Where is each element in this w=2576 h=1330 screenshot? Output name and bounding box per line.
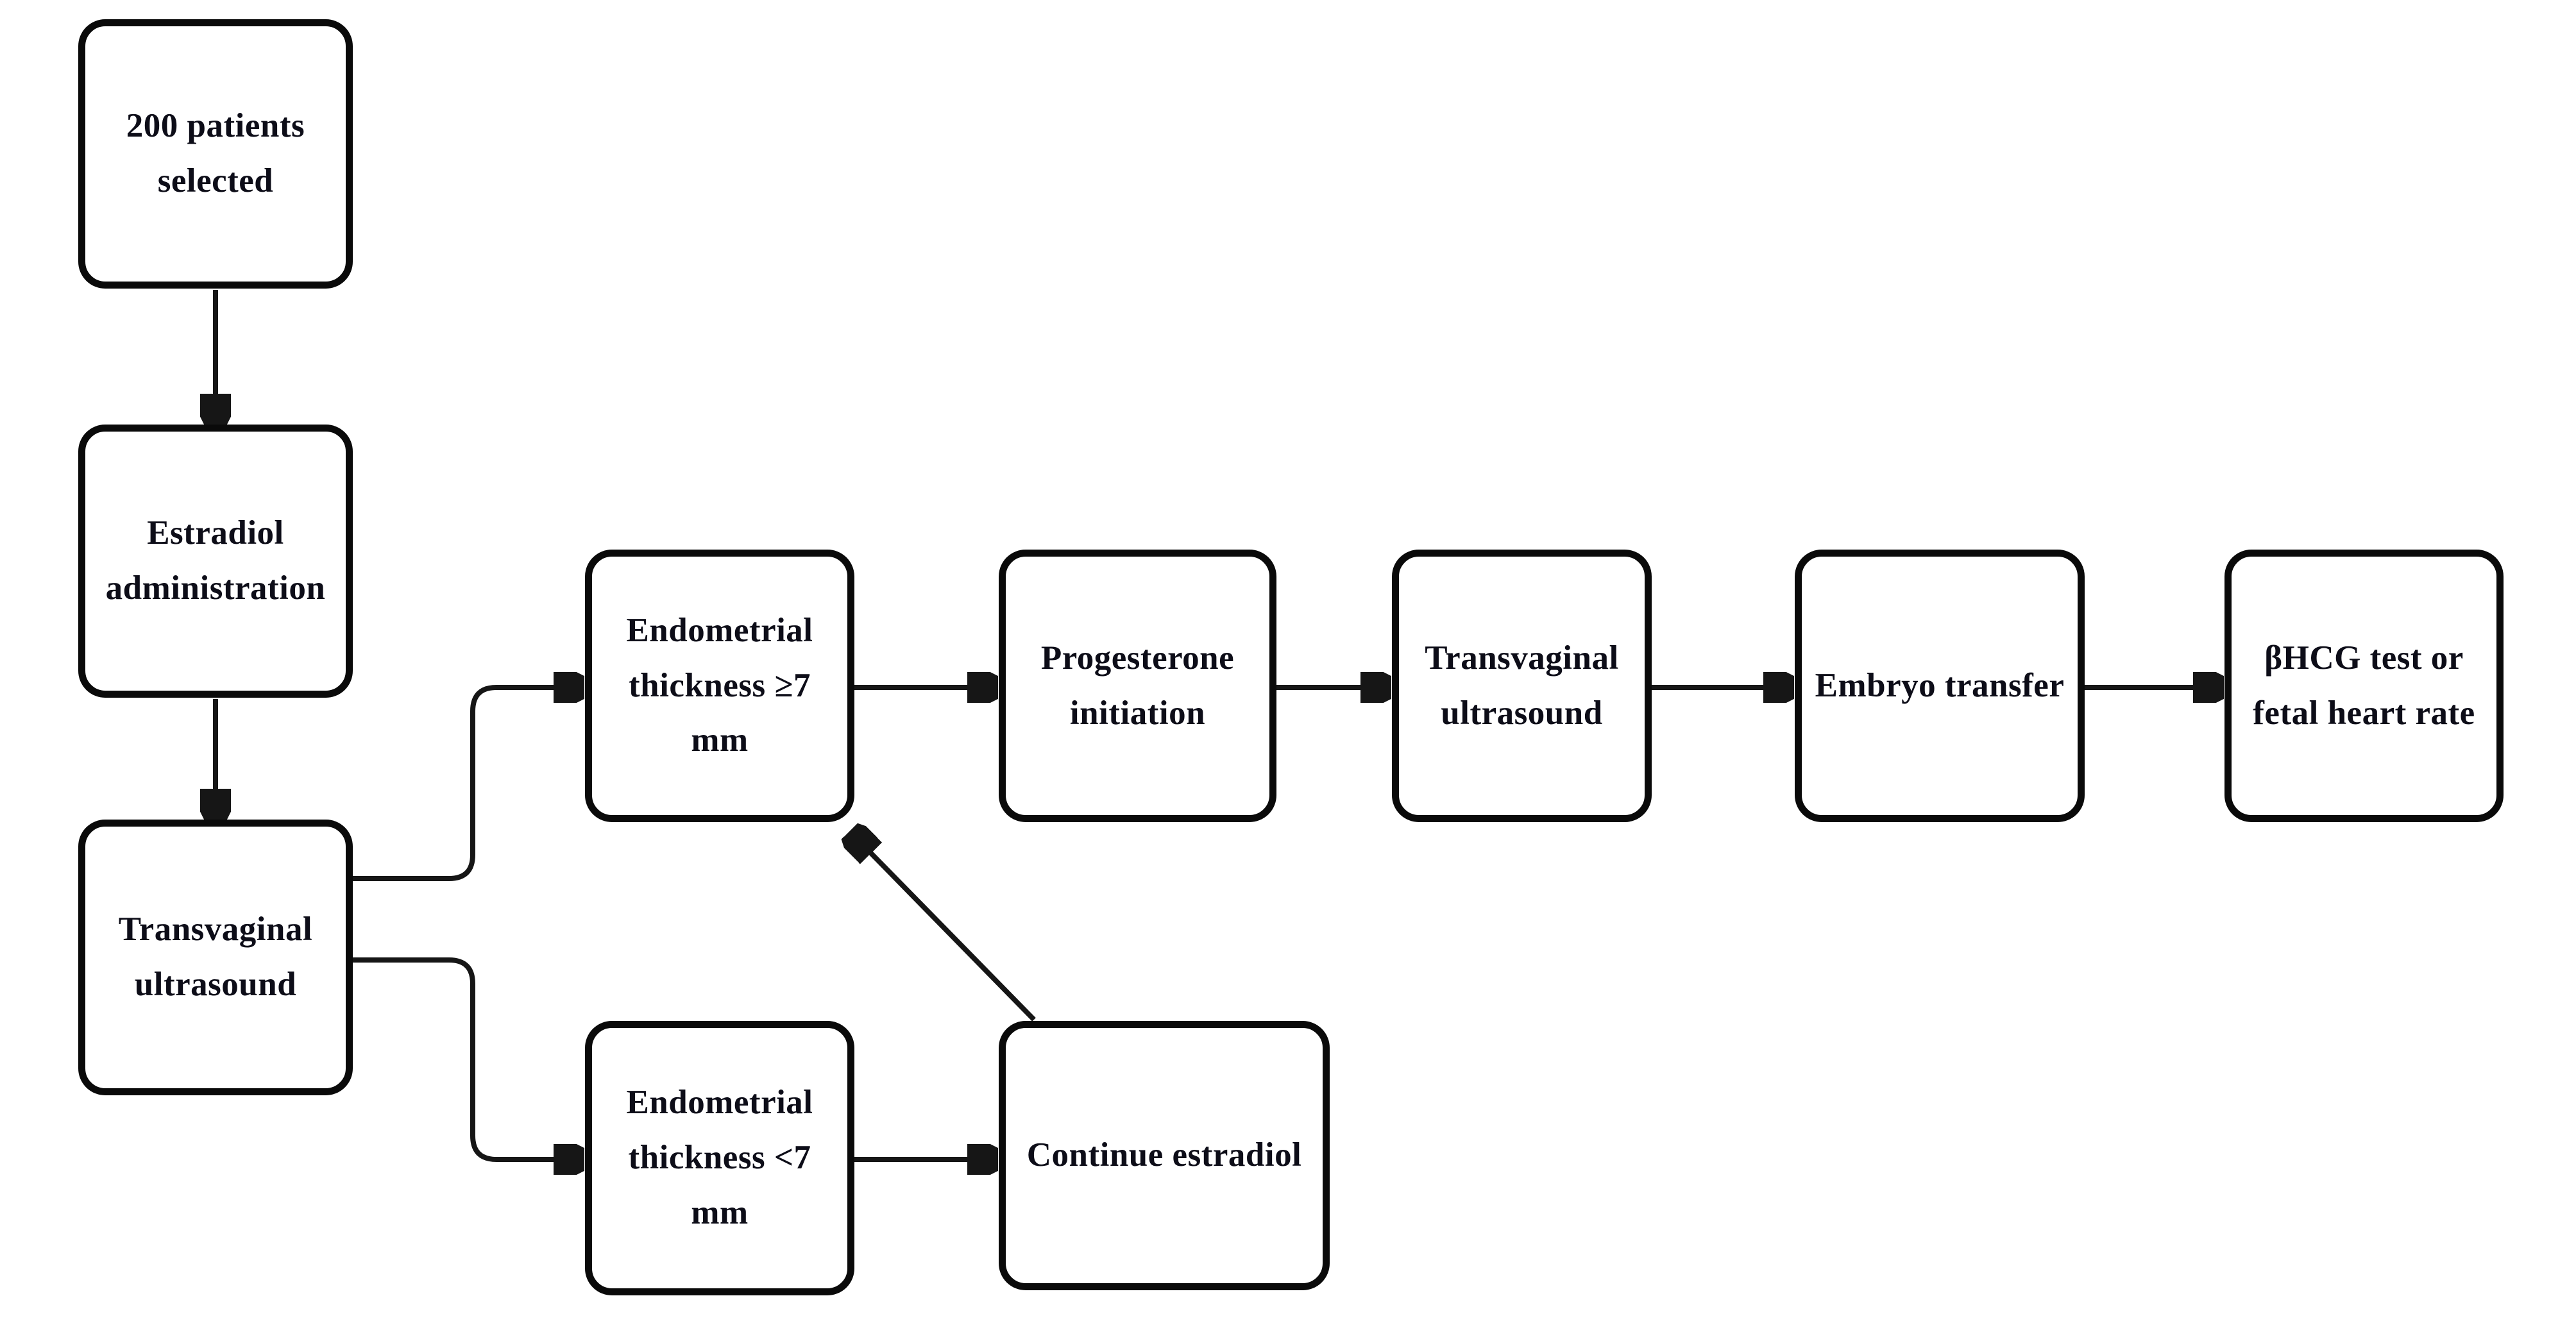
node-transvaginal-ultrasound-2: Transvaginal ultrasound: [1392, 550, 1652, 822]
node-estradiol-administration: Estradiol administration: [78, 425, 353, 698]
node-embryo-transfer: Embryo transfer: [1795, 550, 2085, 822]
arrow-ultrasound-to-lt7: [353, 957, 579, 1159]
node-label: Transvaginal ultrasound: [1425, 639, 1619, 732]
node-continue-estradiol: Continue estradiol: [999, 1021, 1330, 1290]
node-transvaginal-ultrasound-1: Transvaginal ultrasound: [78, 820, 353, 1095]
arrow-continue-to-ge7: [853, 835, 1036, 1022]
node-label: Continue estradiol: [1026, 1136, 1302, 1174]
node-label: βHCG test or fetal heart rate: [2253, 639, 2475, 732]
node-bhcg-or-fetal-heart-rate: βHCG test or fetal heart rate: [2224, 550, 2504, 822]
node-label: Endometrial thickness ≥7 mm: [626, 611, 813, 759]
arrow-ultrasound-to-ge7: [353, 687, 579, 881]
node-progesterone-initiation: Progesterone initiation: [999, 550, 1276, 822]
node-label: Estradiol administration: [105, 514, 326, 607]
node-label: Progesterone initiation: [1040, 639, 1235, 732]
node-label: Embryo transfer: [1815, 666, 2065, 704]
node-patients-selected: 200 patients selected: [78, 19, 353, 289]
node-label: Endometrial thickness <7 mm: [626, 1084, 813, 1231]
node-endometrial-thickness-ge7: Endometrial thickness ≥7 mm: [585, 550, 854, 822]
node-label: Transvaginal ultrasound: [118, 911, 313, 1003]
node-label: 200 patients selected: [126, 107, 305, 199]
node-endometrial-thickness-lt7: Endometrial thickness <7 mm: [585, 1021, 854, 1295]
